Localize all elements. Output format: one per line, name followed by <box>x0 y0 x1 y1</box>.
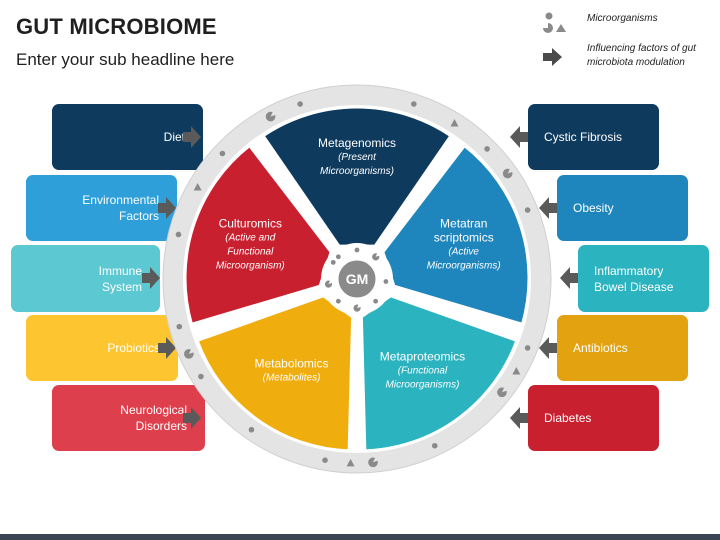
ring-dot <box>524 207 531 213</box>
legend-item-microorganisms: Microorganisms <box>540 10 715 33</box>
right-factor-label: Diabetes <box>544 411 592 425</box>
segment-subtitle: (Functional <box>398 365 448 376</box>
segment-title: Culturomics <box>219 217 282 231</box>
segment-title: Metatran <box>440 217 487 231</box>
left-factor-box: Neurological Disorders <box>52 385 205 451</box>
segment-2 <box>359 294 519 453</box>
legend-label-microorganisms: Microorganisms <box>587 13 658 24</box>
segment-title: Metaproteomics <box>380 349 465 363</box>
right-factor-box: Cystic Fibrosis <box>528 104 659 170</box>
right-arrow-icon <box>158 197 176 219</box>
left-arrow-icon <box>510 407 528 429</box>
right-factor-label: Cystic Fibrosis <box>544 130 623 144</box>
segment-4 <box>183 143 333 327</box>
left-factor-label: Diet <box>163 130 185 144</box>
hub-dot <box>335 254 341 260</box>
ring-pacman <box>502 168 513 179</box>
hub-pacman <box>353 304 361 312</box>
legend-factors-line2: microbiota modulation <box>587 57 685 68</box>
segment-subtitle: (Metabolites) <box>263 372 321 383</box>
page-subtitle: Enter your sub headline here <box>16 50 235 69</box>
ring-triangle <box>193 183 202 191</box>
right-arrow-icon <box>183 407 201 429</box>
hub-dot <box>373 298 379 304</box>
right-factor-box: Diabetes <box>528 385 659 451</box>
segment-subtitle: Microorganisms) <box>386 379 460 390</box>
right-factor-box: Obesity <box>557 175 688 241</box>
segment-title: scriptomics <box>434 231 494 245</box>
segment-subtitle: (Active <box>448 247 479 258</box>
legend-label-factors: Influencing factors of gut microbiota mo… <box>587 42 696 70</box>
hub-label: GM <box>346 271 369 287</box>
segment-subtitle: Microorganisms) <box>320 166 394 177</box>
left-factor-label: Immune System <box>98 263 142 294</box>
ring-dot <box>411 101 417 107</box>
right-arrow-icon <box>543 48 562 66</box>
ring-dot <box>524 345 531 351</box>
microorganism-cluster-icon <box>543 12 566 33</box>
ring-pacman <box>497 387 507 398</box>
ring-dot <box>431 442 438 449</box>
hub-dot <box>354 247 360 253</box>
segment-subtitle: (Active and <box>225 233 275 244</box>
right-arrow-icon <box>183 126 201 148</box>
left-arrow-icon <box>560 267 578 289</box>
segment-1 <box>381 143 531 327</box>
right-factor-box: Antibiotics <box>557 315 688 381</box>
left-factor-box: Immune System <box>11 245 160 312</box>
segment-title: Metabolomics <box>255 356 329 370</box>
right-factor-label: Obesity <box>573 201 614 215</box>
left-arrow-icon <box>539 337 557 359</box>
right-arrow-icon <box>142 267 160 289</box>
segment-title: Metagenomics <box>318 136 396 150</box>
ring-dot <box>297 101 303 107</box>
right-factor-label: Antibiotics <box>573 341 628 355</box>
ring-dot <box>198 373 204 380</box>
ring-pacman <box>184 349 194 359</box>
ring-triangle <box>346 458 355 467</box>
ring-dot <box>176 323 183 330</box>
left-factor-label: Environmental Factors <box>82 193 159 223</box>
hub-dot <box>335 298 341 304</box>
right-arrow-icon <box>158 337 176 359</box>
ring-dot <box>484 146 490 152</box>
segment-subtitle: Microorganism) <box>216 261 285 272</box>
hub-center <box>335 257 379 301</box>
left-factor-box: Environmental Factors <box>26 175 177 241</box>
legend: Microorganisms Influencing factors of gu… <box>540 10 715 74</box>
ring-triangle <box>450 118 459 127</box>
segment-subtitle: (Present <box>338 152 377 163</box>
ring-dot <box>219 150 226 157</box>
hub-pacman <box>372 253 380 261</box>
segment-subtitle: Microorganisms) <box>427 261 501 272</box>
ring-dot <box>175 231 182 238</box>
legend-factors-line1: Influencing factors of gut <box>587 43 696 54</box>
ring-pacman <box>368 457 378 468</box>
left-arrow-icon <box>510 126 528 148</box>
left-factor-box: Diet <box>52 104 203 170</box>
ring-triangle <box>512 367 521 375</box>
hub-dot <box>330 259 336 265</box>
segment-0 <box>260 105 454 248</box>
segment-subtitle: Functional <box>227 247 274 258</box>
page-title: GUT MICROBIOME <box>16 14 217 39</box>
hub-pacman <box>324 280 333 288</box>
ring-dot <box>322 457 328 464</box>
left-factor-label: Probiotics <box>107 341 160 355</box>
ring-dot <box>248 426 255 433</box>
left-factor-box: Probiotics <box>26 315 178 381</box>
hub-dot <box>383 279 389 284</box>
legend-item-factors: Influencing factors of gut microbiota mo… <box>540 40 715 74</box>
left-factor-label: Neurological Disorders <box>120 403 187 433</box>
ring-pacman <box>265 111 276 122</box>
right-factor-box: Inflammatory Bowel Disease <box>578 245 709 312</box>
left-arrow-icon <box>539 197 557 219</box>
segment-3 <box>195 294 355 453</box>
bottom-bar <box>0 534 720 540</box>
right-factor-label: Inflammatory Bowel Disease <box>594 263 674 294</box>
